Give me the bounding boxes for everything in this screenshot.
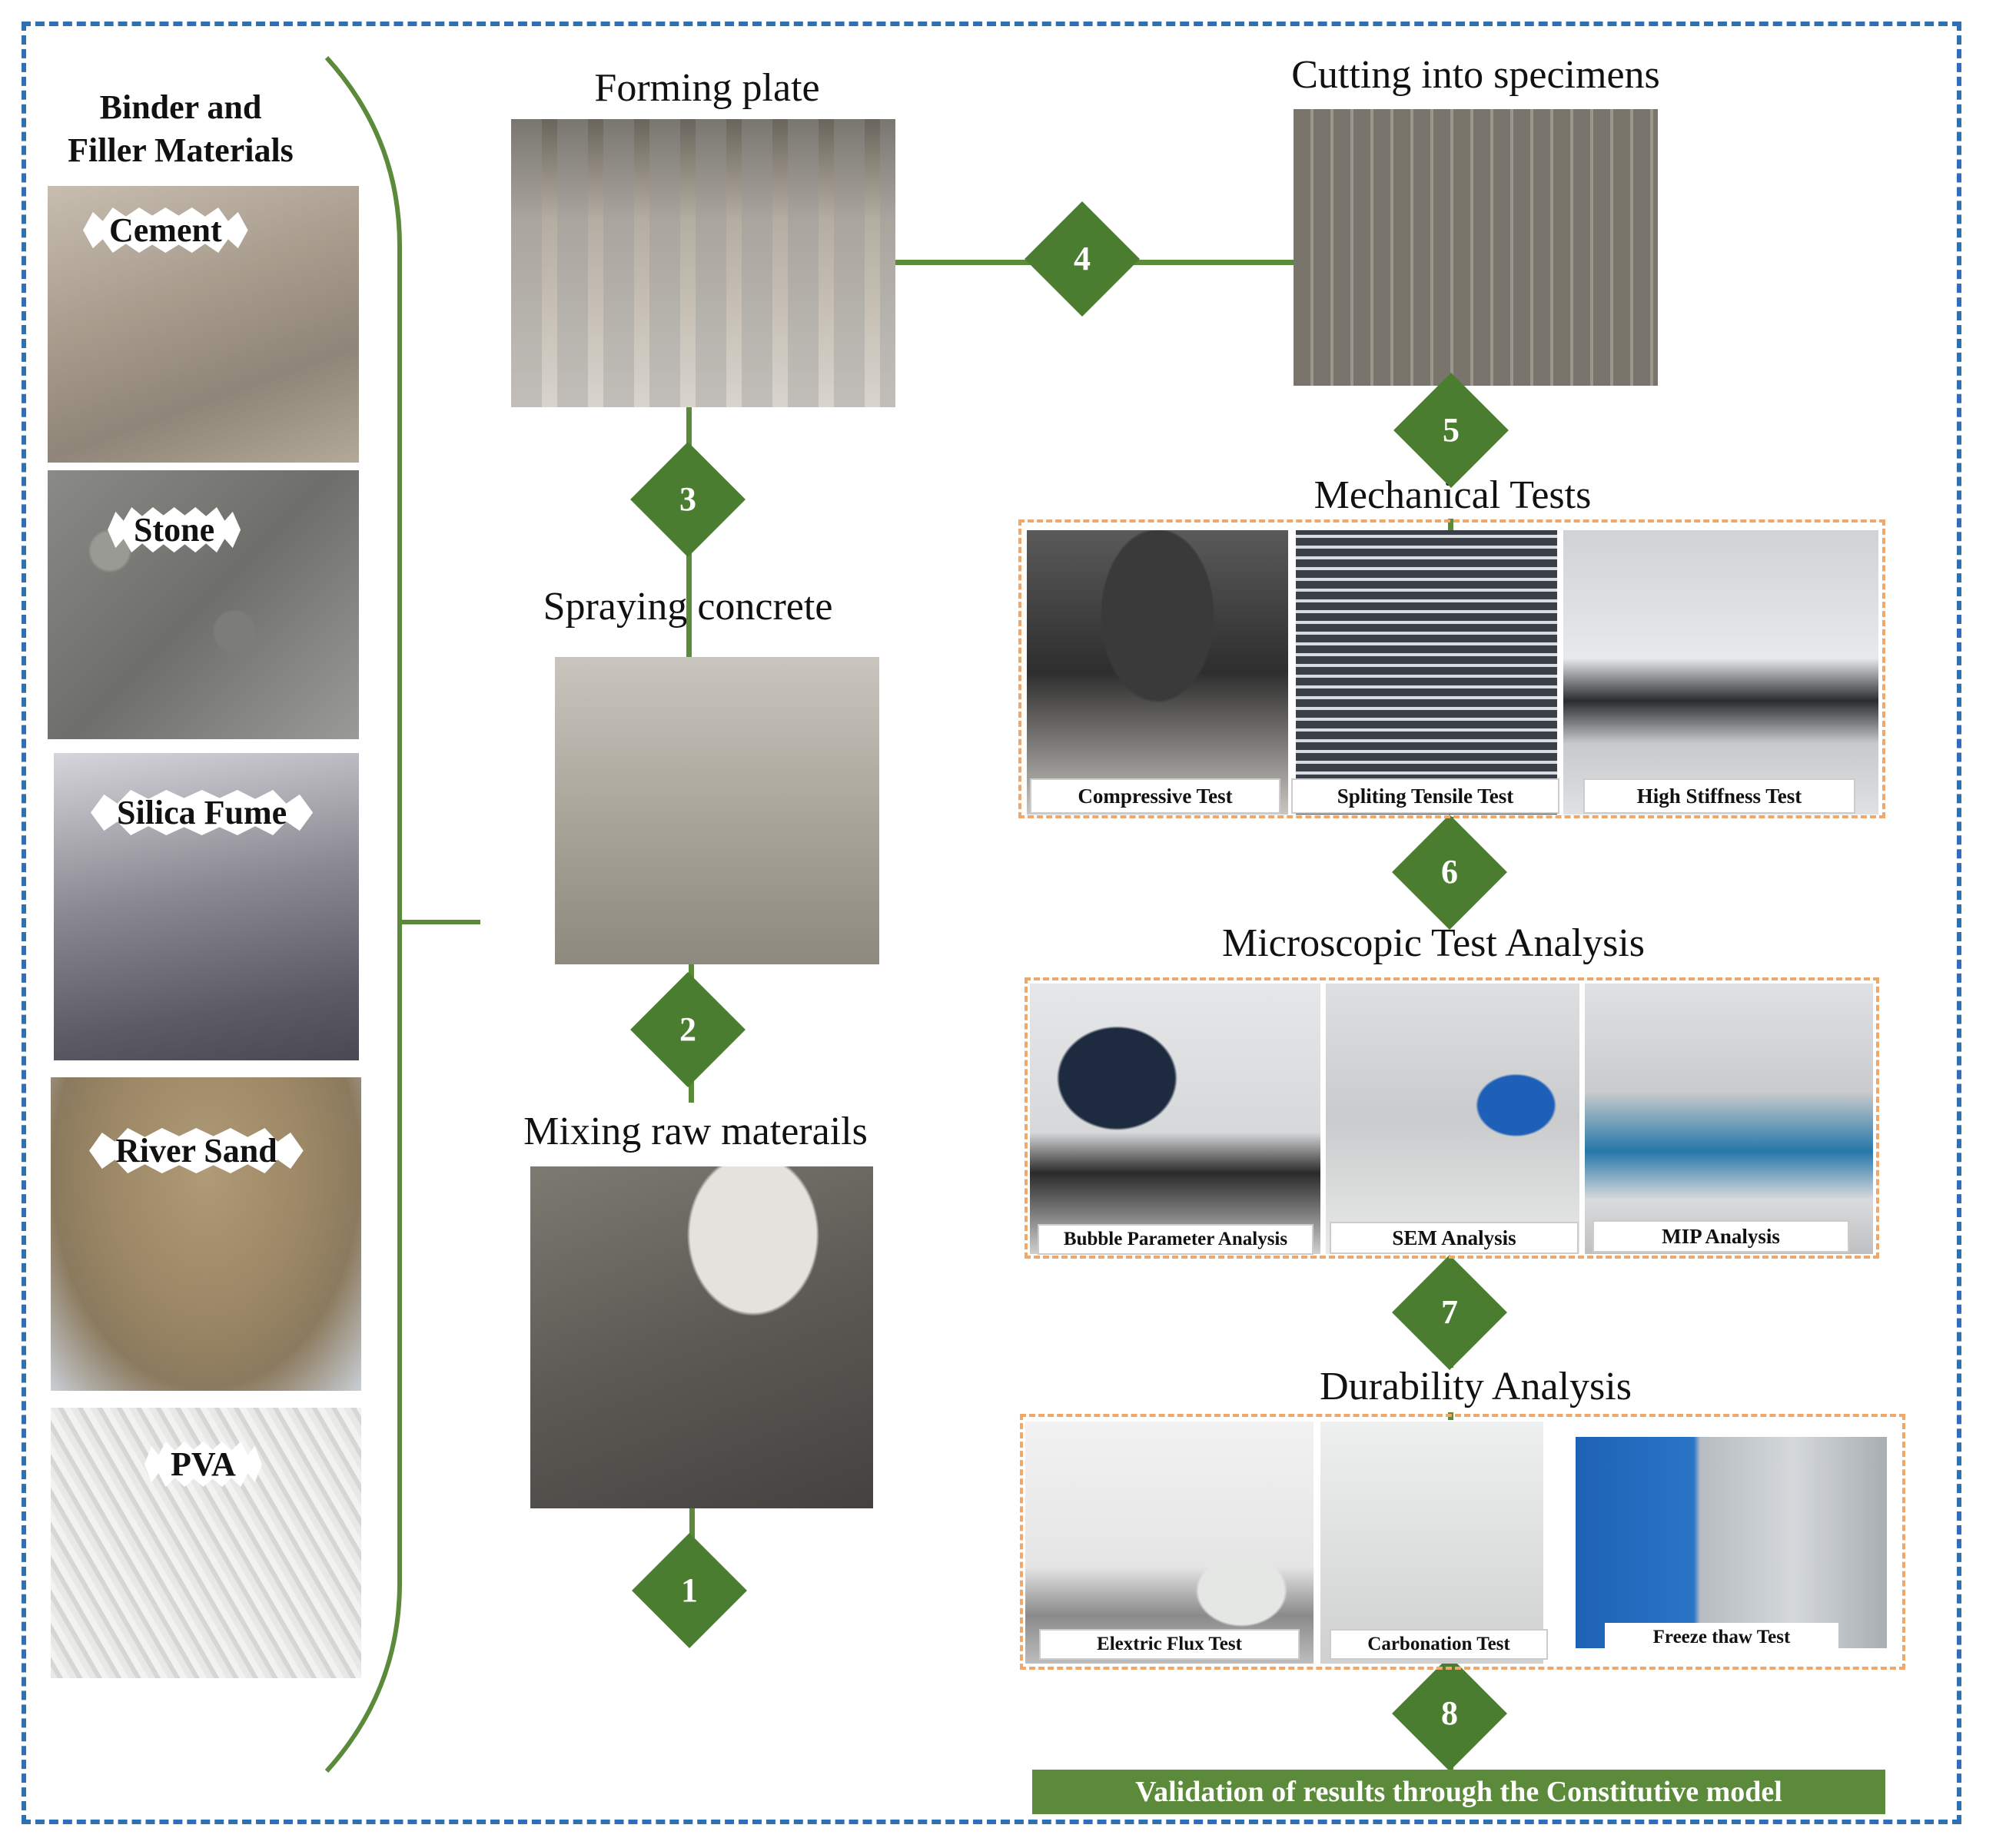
stone-photo — [48, 470, 359, 739]
splitting-tensile-test-photo — [1296, 530, 1557, 815]
cutting-photo — [1294, 109, 1658, 386]
step-3-marker: 3 — [630, 442, 746, 557]
spraying-photo — [555, 657, 879, 964]
sem-caption: SEM Analysis — [1330, 1222, 1579, 1254]
forming-plate-photo — [511, 119, 895, 407]
forming-plate-heading: Forming plate — [594, 66, 820, 110]
carbonation-photo — [1320, 1422, 1543, 1664]
high-stiffness-test-photo — [1563, 530, 1878, 815]
step-6-marker: 6 — [1392, 815, 1507, 930]
step-2-marker: 2 — [630, 972, 746, 1087]
stone-label: Stone — [108, 507, 241, 552]
mixing-photo — [530, 1166, 873, 1508]
dashed-frame — [22, 22, 1961, 1824]
carbonation-caption: Carbonation Test — [1330, 1629, 1548, 1660]
electric-flux-photo — [1025, 1422, 1314, 1664]
materials-title-line2: Filler Materials — [68, 131, 294, 169]
materials-bracket — [324, 55, 480, 1773]
river-sand-photo — [51, 1077, 361, 1391]
durability-tests-box — [1020, 1414, 1905, 1670]
mixing-heading: Mixing raw materails — [523, 1110, 868, 1153]
microscopic-tests-box — [1025, 977, 1879, 1259]
step-8-marker: 8 — [1392, 1656, 1507, 1771]
compressive-test-caption: Compressive Test — [1030, 778, 1280, 814]
mip-caption: MIP Analysis — [1592, 1220, 1849, 1252]
high-stiffness-test-caption: High Stiffness Test — [1583, 778, 1855, 814]
validation-banner: Validation of results through the Consti… — [1032, 1770, 1885, 1814]
materials-title-line1: Binder and — [99, 88, 262, 126]
splitting-tensile-test-caption: Spliting Tensile Test — [1291, 778, 1559, 814]
mechanical-tests-box — [1018, 519, 1885, 818]
silica-fume-label: Silica Fume — [91, 790, 314, 835]
mip-photo — [1585, 984, 1873, 1254]
compressive-test-photo — [1027, 530, 1288, 815]
cutting-heading: Cutting into specimens — [1291, 53, 1660, 97]
flow-line-5b — [1448, 519, 1453, 534]
step-4-marker: 4 — [1025, 201, 1140, 317]
bubble-parameter-photo — [1030, 984, 1320, 1254]
step-5-marker: 5 — [1393, 373, 1509, 488]
pva-label: PVA — [144, 1442, 262, 1487]
bubble-parameter-caption: Bubble Parameter Analysis — [1038, 1224, 1314, 1255]
freeze-thaw-photo — [1576, 1437, 1887, 1648]
materials-title: Binder and Filler Materials — [46, 86, 315, 172]
step-7-marker: 7 — [1392, 1255, 1507, 1370]
microscopic-heading: Microscopic Test Analysis — [1221, 921, 1645, 965]
sem-photo — [1326, 984, 1579, 1254]
river-sand-label: River Sand — [89, 1128, 304, 1173]
step-1-marker: 1 — [632, 1533, 747, 1648]
durability-heading: Durability Analysis — [1320, 1365, 1632, 1408]
cement-label: Cement — [83, 207, 248, 253]
electric-flux-caption: Elextric Flux Test — [1039, 1629, 1300, 1660]
freeze-thaw-caption: Freeze thaw Test — [1605, 1623, 1838, 1652]
